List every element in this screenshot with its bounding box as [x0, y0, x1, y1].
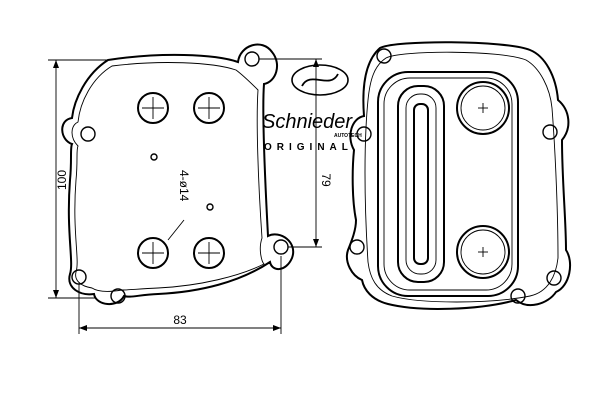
bolt-hole-top-right	[244, 51, 260, 67]
hole-note-leader	[167, 219, 185, 241]
bolt-hole-bottom-mid	[110, 288, 126, 304]
dimension-height: 100	[48, 59, 112, 299]
bolt-hole-right-lower	[273, 239, 289, 255]
hole-spacing-value: 79	[319, 173, 333, 187]
logo-brand-text: Schnieder	[262, 111, 353, 133]
cooler-channel-slot	[413, 103, 429, 265]
height-value: 100	[55, 170, 69, 190]
right-bolt-hole-top-left	[376, 48, 392, 64]
right-bolt-hole-bottom-mid	[510, 288, 526, 304]
right-bolt-hole-bottom-right	[546, 270, 562, 286]
left-ports	[137, 92, 225, 269]
logo-tagline-text: ORIGINAL	[264, 142, 353, 153]
width-value: 83	[173, 313, 187, 327]
cooler-port-top	[456, 81, 510, 135]
locator-hole-2	[206, 203, 214, 211]
left-plate-inner-outline	[71, 62, 265, 292]
hole-note-label: 4-ø14	[177, 170, 191, 202]
logo-emblem-swoosh	[301, 73, 339, 87]
right-outer-outline	[346, 41, 572, 310]
brand-logo-watermark: Schnieder AUTOTECH ORIGINAL	[262, 64, 362, 153]
cooler-channel-mid	[405, 93, 437, 275]
right-inner-outline	[364, 51, 559, 303]
cooler-body	[377, 71, 519, 297]
port-bottom-left	[137, 237, 169, 269]
cooler-body-inner	[383, 77, 513, 291]
locator-hole-1	[150, 153, 158, 161]
bolt-hole-left-upper	[80, 126, 96, 142]
logo-emblem	[291, 64, 349, 96]
right-bolt-hole-right-upper	[542, 124, 558, 140]
right-cooler-view	[346, 41, 572, 310]
left-plate-outline	[61, 43, 295, 305]
right-bolt-holes	[349, 48, 562, 304]
port-top-left	[137, 92, 169, 124]
cooler-channel-outer	[397, 85, 445, 283]
left-plate-view: 4-ø14	[61, 43, 295, 305]
cooler-port-bottom	[456, 225, 510, 279]
dimension-hole-spacing: 79	[259, 58, 333, 248]
logo-sub-text: AUTOTECH	[334, 133, 362, 139]
dimension-width: 83	[78, 256, 282, 334]
port-bottom-right	[193, 237, 225, 269]
right-bolt-hole-left-lower	[349, 239, 365, 255]
right-bolt-hole-left-mid	[356, 126, 372, 142]
port-top-right	[193, 92, 225, 124]
